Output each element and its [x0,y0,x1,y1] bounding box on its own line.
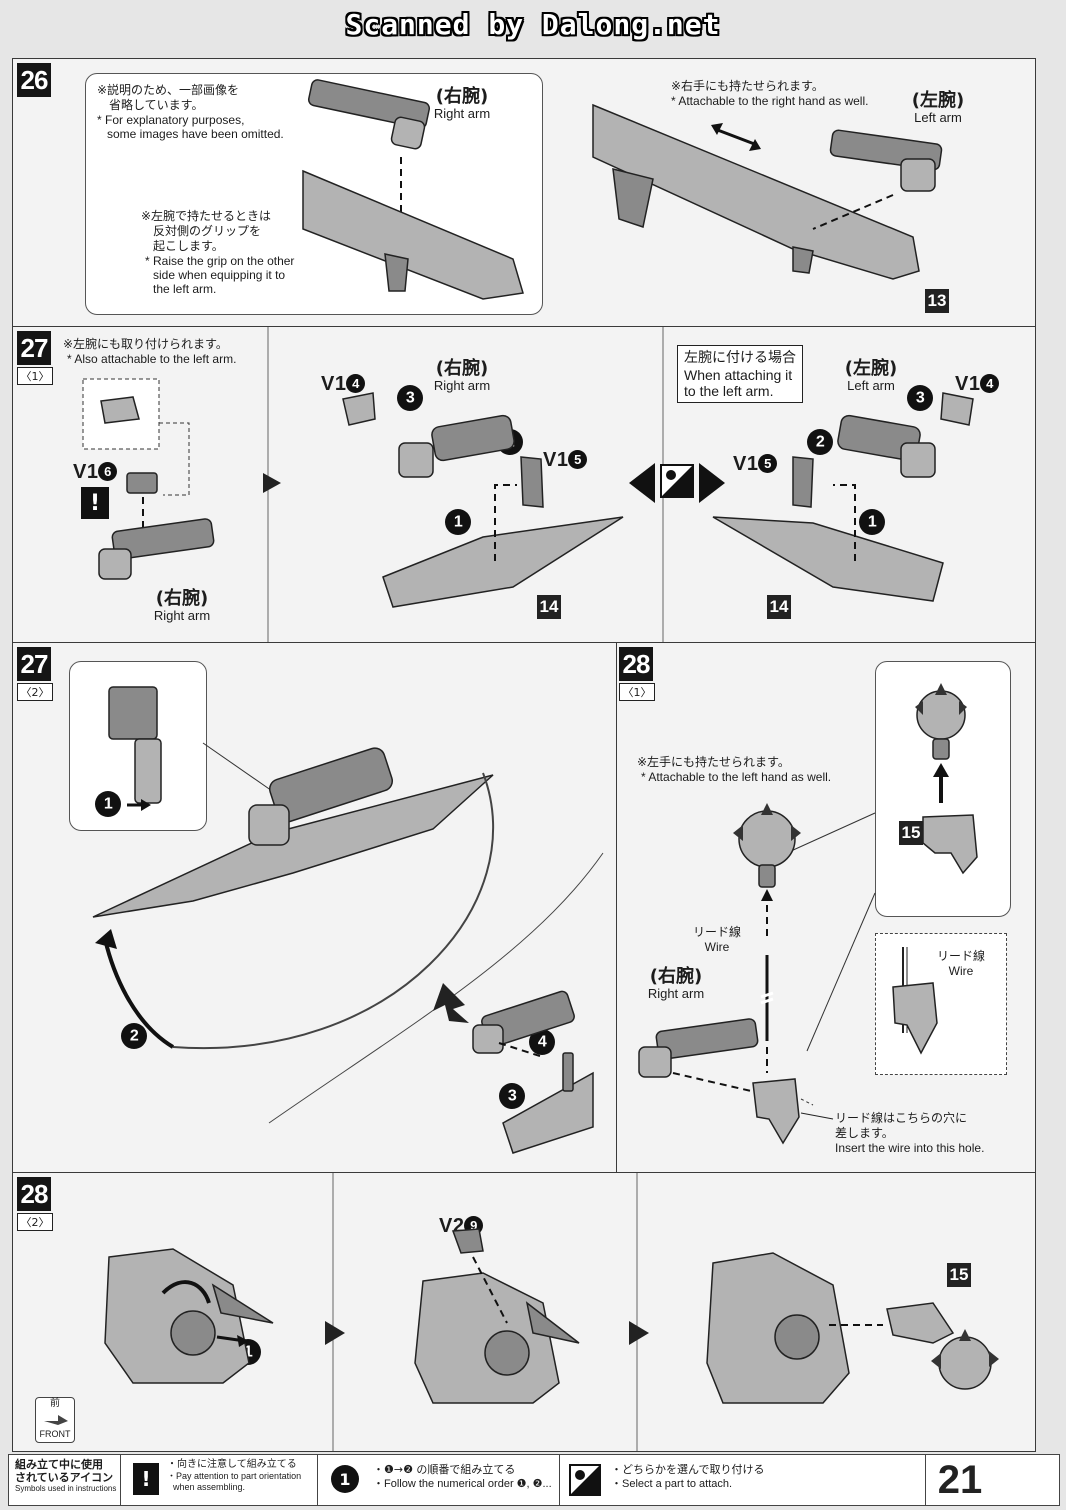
wire-label: リード線 Wire [693,925,742,954]
right-arm-label: (右腕) Right arm [433,86,491,121]
numbered-order-icon: 1 [331,1465,359,1493]
body-left-drawing [104,1248,274,1384]
step-26-panel: 26 ※説明のため、一部画像を 省略しています。 * For explanato… [12,58,1036,328]
knife-center-drawing [342,392,624,608]
part-number-14-center: 14 [537,595,561,619]
legend-title: 組み立て中に使用 されているアイコン Symbols used in instr… [9,1455,121,1505]
right-hand-note: ※右手にも持たせられます。 * Attachable to the right … [671,79,869,108]
part-number-14-right: 14 [767,595,791,619]
right-arm-label-a: (右腕) Right arm [153,588,211,623]
body-right-drawing [706,1252,850,1404]
front-indicator: 前 FRONT [35,1397,75,1443]
left-arm-attach-box: 左腕に付ける場合 When attaching it to the left a… [677,345,803,403]
mace-detail-drawing [915,683,978,875]
step-28-2-illustration [104,1173,999,1451]
legend-select: ・どちらかを選んで取り付ける ・Select a part to attach. [559,1455,926,1505]
knife-attach-detail [472,990,594,1154]
omitted-note: ※説明のため、一部画像を 省略しています。 * For explanatory … [97,83,284,141]
right-arm-label: (右腕) Right arm [647,966,705,1001]
mace-handle-drawing [752,1078,800,1145]
left-hand-note: ※左手にも持たせられます。 * Attachable to the left h… [637,755,832,784]
step-27-2-panel: 27 〈2〉 1 2 3 4 [12,642,618,1174]
sub-step: 〈1〉 [619,683,655,701]
step-27-1-illustration [82,327,974,643]
part-number-15: 15 [899,821,923,845]
select-icon [629,463,725,503]
step-number: 28 [619,647,653,681]
mace-main-drawing [733,803,801,888]
step-27-2-illustration [92,686,604,1154]
wire-hole-note: リード線はこちらの穴に 差します。 Insert the wire into t… [835,1111,985,1155]
right-arm-drawing [307,79,431,150]
step-28-1-illustration [638,683,978,1145]
knife-large-drawing [92,747,494,918]
sub-step: 〈2〉 [17,1213,53,1231]
step-28-2-panel: 28 〈2〉 V29 15 2 1 前 FRONT [12,1172,1036,1452]
select-icon [569,1464,601,1496]
left-arm-drawing [829,129,943,192]
left-arm-label: (左腕) Left arm [844,358,898,393]
icon-legend: 組み立て中に使用 されているアイコン Symbols used in instr… [8,1454,1060,1506]
step-number: 26 [17,63,51,97]
page-number: 21 [937,1457,983,1502]
step-number: 27 [17,647,51,681]
left-arm-label: (左腕) Left arm [911,90,965,125]
rifle-drawing-small [302,169,524,300]
right-arm-label-b: (右腕) Right arm [433,358,491,393]
right-arm-drawing [638,1018,759,1078]
grip-note: ※左腕で持たせるときは 反対側のグリップを 起こします。 * Raise the… [141,209,295,296]
step-27-1-panel: 27 〈1〉 ※左腕にも取り付けられます。 * Also attachable … [12,326,1036,644]
step-number: 27 [17,331,51,365]
part-number-13: 13 [925,289,949,313]
body-center-drawing [414,1228,580,1404]
rifle-drawing-large [592,103,920,280]
step-26-illustration [302,79,943,300]
step-28-1-panel: 28 〈1〉 ※左手にも持たせられます。 * Attachable to the… [616,642,1036,1174]
warning-icon: ! [133,1463,159,1495]
part-number-15: 15 [947,1263,971,1287]
scan-credit: Scanned by Dalong.net [345,8,721,41]
right-arm-a-drawing [98,518,215,580]
wire-label-detail: リード線 Wire [937,949,986,978]
legend-warn: ! ・向きに注意して組み立てる ・Pay attention to part o… [121,1455,318,1505]
warning-icon: ! [81,487,109,519]
sub-step: 〈2〉 [17,683,53,701]
step-number: 28 [17,1177,51,1211]
sub-step: 〈1〉 [17,367,53,385]
legend-order: 1 ・❶→❷ の順番で組み立てる ・Follow the numerical o… [317,1455,560,1505]
left-arm-note: ※左腕にも取り付けられます。 * Also attachable to the … [63,337,237,366]
knife-right-drawing [712,392,974,602]
mace-drawing [886,1302,999,1390]
